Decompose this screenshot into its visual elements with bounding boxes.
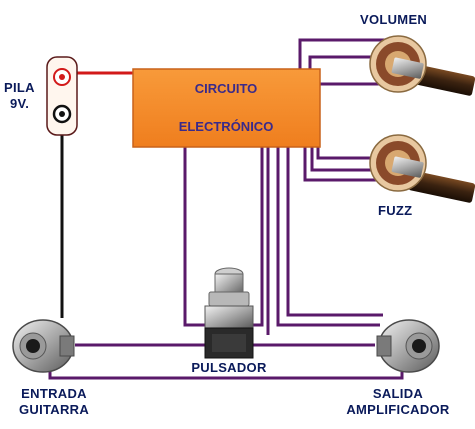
circuit-box: CIRCUITO ELECTRÓNICO [132, 68, 321, 148]
wires [48, 38, 404, 380]
fuzz-label: FUZZ [378, 203, 412, 218]
potentiometer-icon [369, 134, 475, 203]
wire-volume-1 [298, 38, 385, 72]
wire-switch-right [248, 145, 264, 327]
wire-switch-left [183, 145, 210, 327]
input-label-line1: ENTRADA [21, 386, 87, 401]
circuit-label-line2: ELECTRÓNICO [179, 119, 274, 134]
wire-out-1 [276, 145, 380, 327]
switch-label: PULSADOR [191, 360, 267, 375]
wire-fuzz-1 [303, 145, 385, 182]
audio-jack-icon [12, 319, 75, 373]
battery-clip-icon [46, 56, 78, 136]
wire-volume-3 [316, 82, 385, 105]
wire-fuzz-2 [310, 145, 385, 172]
battery-label-line2: 9V. [10, 96, 29, 111]
wire-fuzz-3 [316, 145, 385, 160]
footswitch-icon [204, 267, 254, 359]
output-label-line2: AMPLIFICADOR [346, 402, 450, 417]
output-label-line1: SALIDA [373, 386, 423, 401]
wire-out-2 [286, 145, 383, 317]
input-label-line2: GUITARRA [19, 402, 89, 417]
potentiometer-icon [369, 35, 475, 96]
battery-label-line1: PILA [4, 80, 35, 95]
audio-jack-icon [376, 319, 440, 373]
volume-label: VOLUMEN [360, 12, 427, 27]
wire-ground-bottom [48, 370, 404, 380]
circuit-label-line1: CIRCUITO [195, 81, 258, 96]
